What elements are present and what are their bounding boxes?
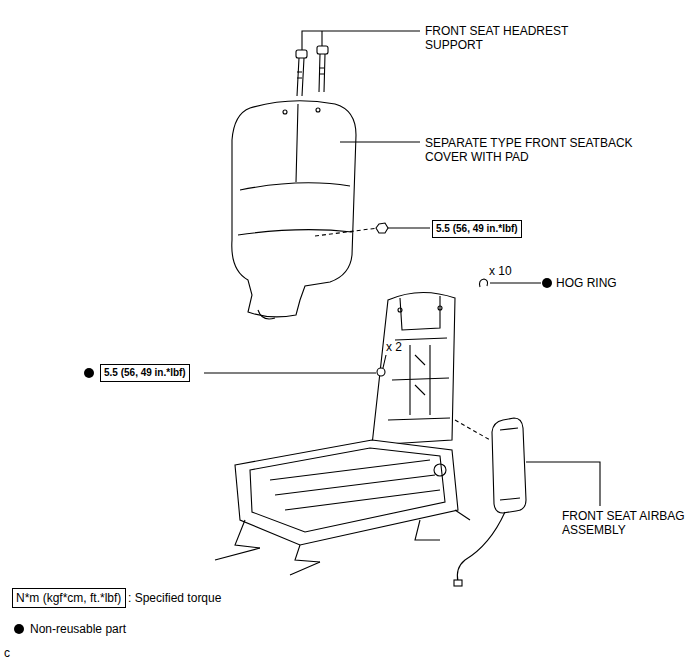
figure-code: c bbox=[4, 646, 10, 660]
legend-text: : Specified torque bbox=[128, 591, 221, 605]
part-name: FRONT SEAT AIRBAG ASSEMBLY bbox=[562, 509, 687, 537]
quantity-label: x 2 bbox=[386, 340, 402, 354]
torque-box: 5.5 (56, 49 in.*lbf) bbox=[100, 364, 190, 382]
part-name: HOG RING bbox=[556, 276, 617, 290]
torque-value: 5.5 (56, 49 in.*lbf) bbox=[104, 366, 186, 380]
torque-value: N*m (kgf*cm, ft.*lbf) bbox=[16, 590, 122, 606]
part-name: SEPARATE TYPE FRONT SEATBACK COVER WITH … bbox=[425, 136, 675, 164]
torque-box: 5.5 (56, 49 in.*lbf) bbox=[432, 220, 522, 238]
part-name: FRONT SEAT HEADREST SUPPORT bbox=[425, 24, 585, 52]
legend-torque-box: N*m (kgf*cm, ft.*lbf) bbox=[12, 588, 126, 608]
quantity-label: x 10 bbox=[489, 264, 512, 278]
torque-value: 5.5 (56, 49 in.*lbf) bbox=[436, 222, 518, 236]
legend-text: Non-reusable part bbox=[30, 622, 126, 636]
